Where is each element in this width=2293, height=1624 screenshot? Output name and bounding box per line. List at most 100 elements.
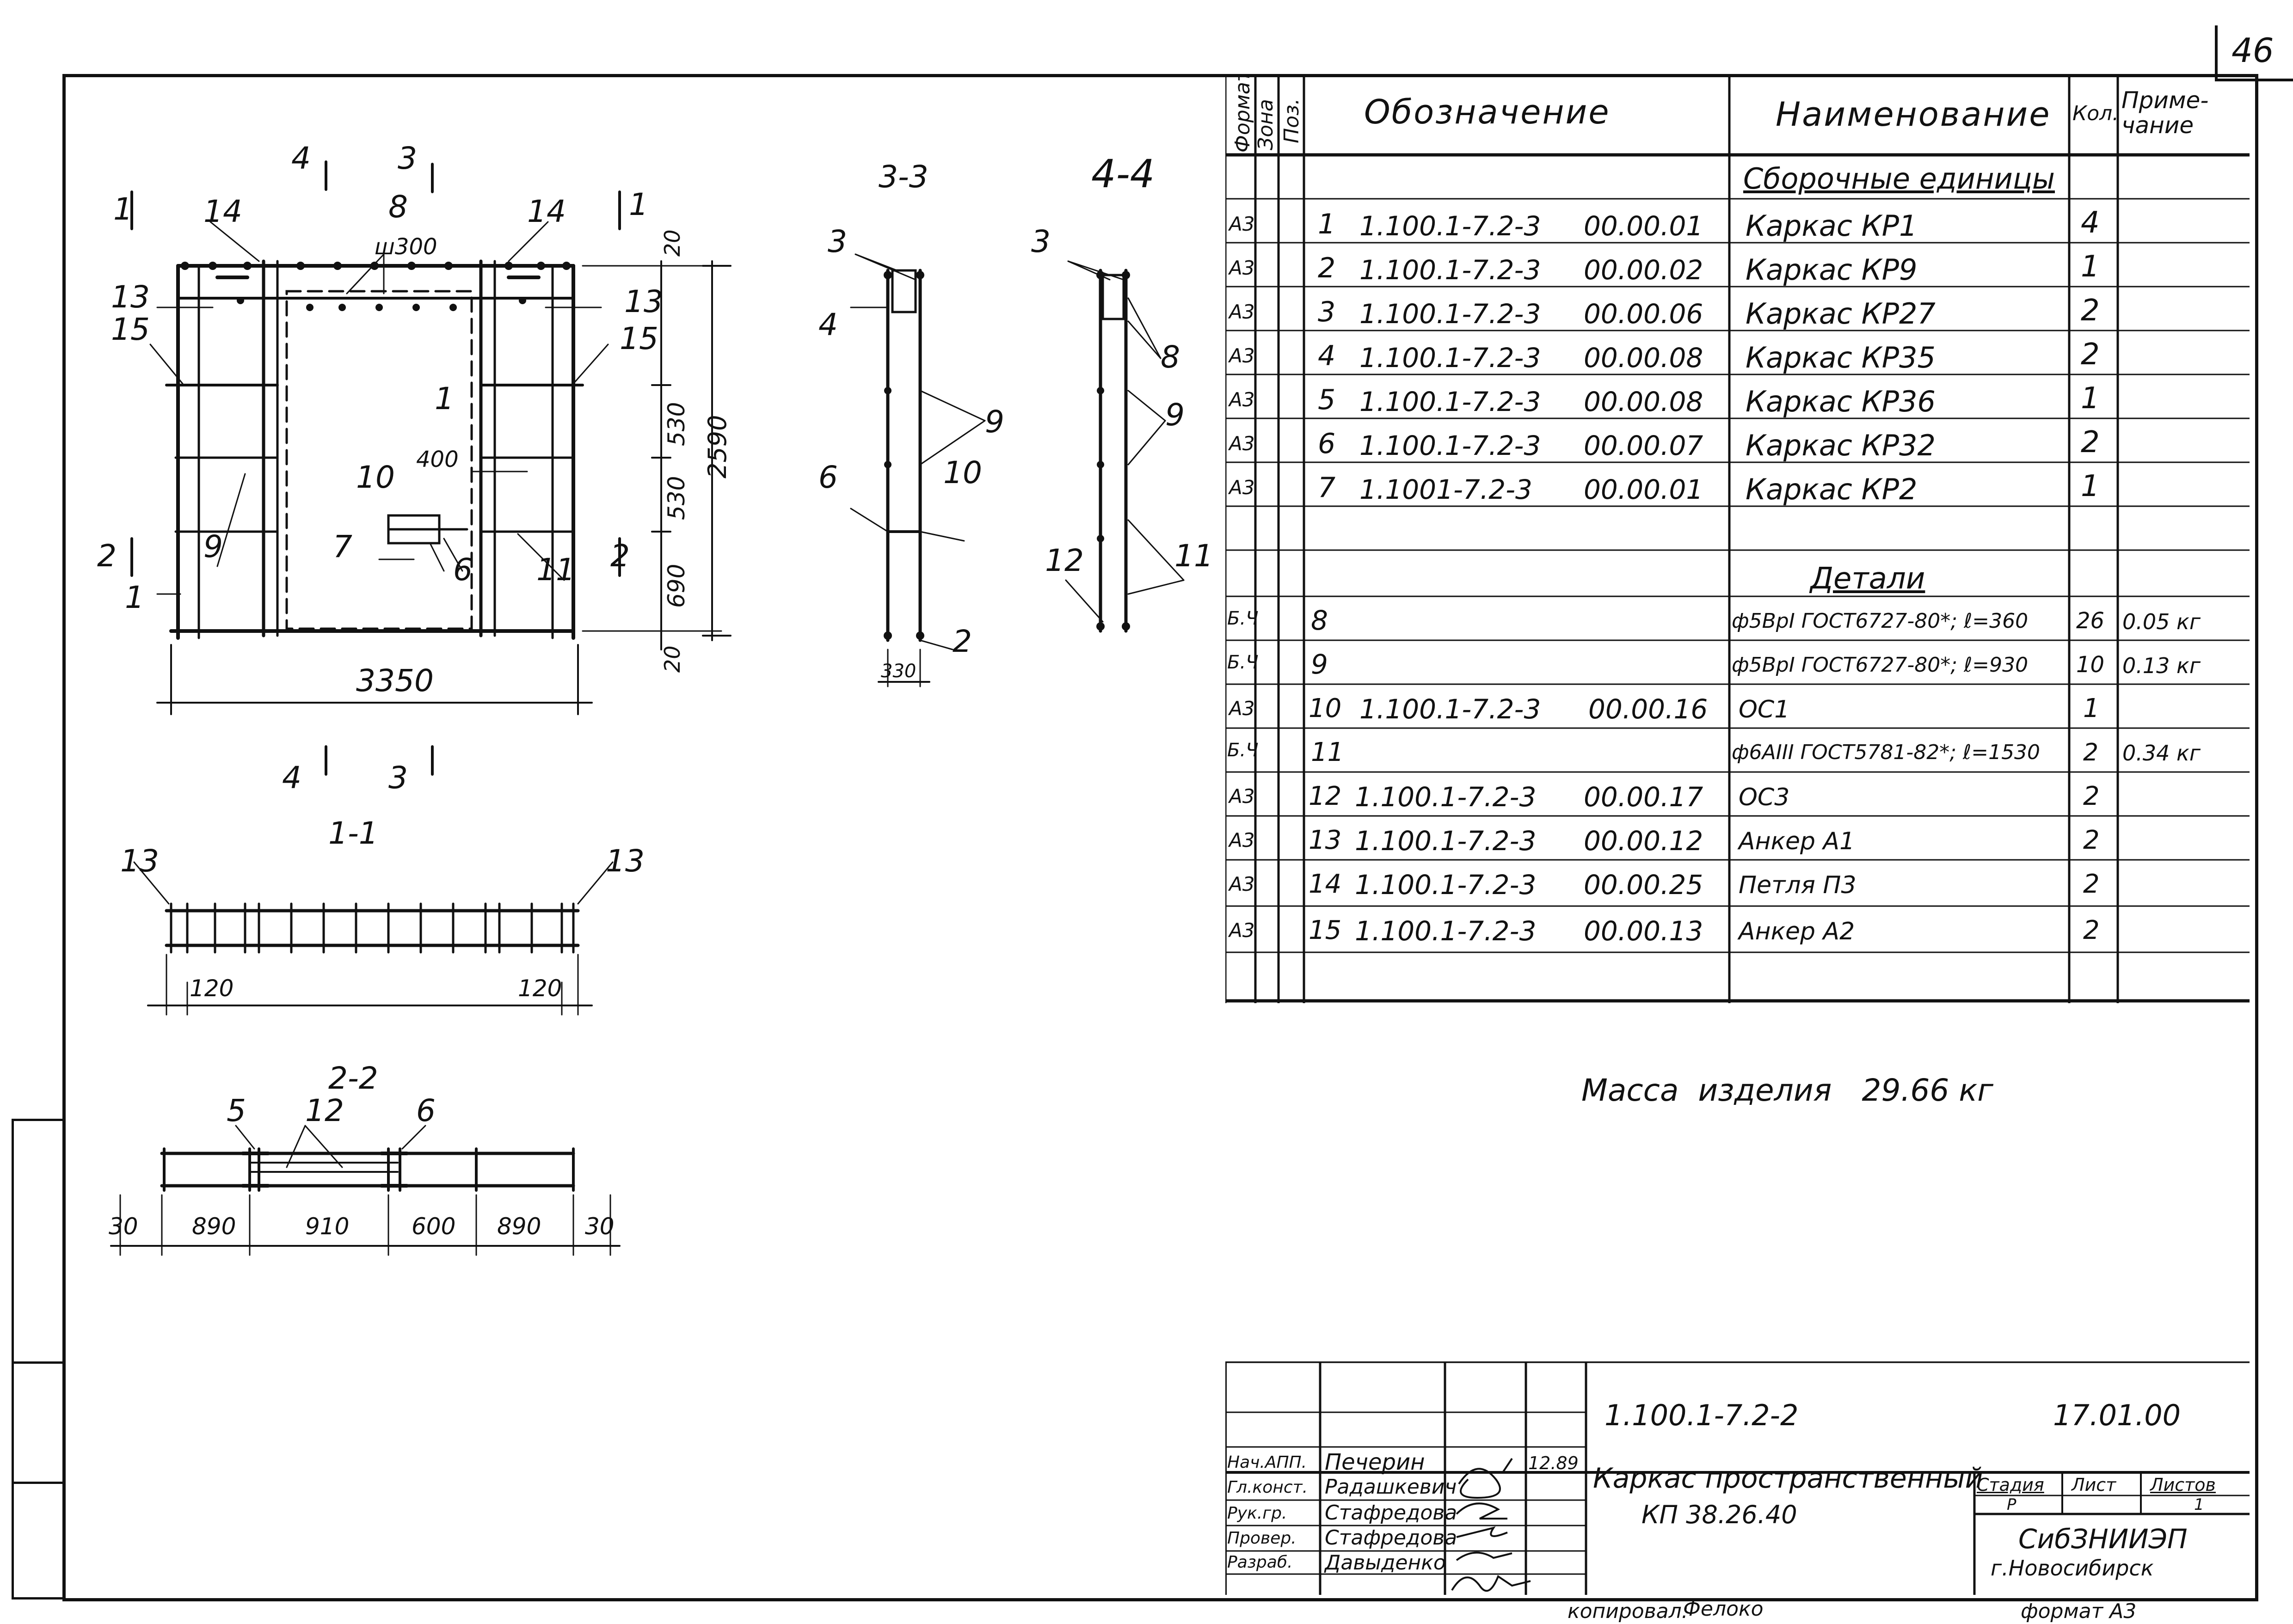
row-name: ОС1: [1739, 696, 1790, 723]
row-code: 1.100.1-7.2-3: [1359, 254, 1541, 286]
dim-20-top: 20: [660, 229, 685, 257]
row-code: 1.100.1-7.2-3: [1359, 342, 1541, 374]
row-qty: 2: [2081, 425, 2100, 460]
dim-20-bottom: 20: [660, 645, 685, 673]
row-format: А3: [1229, 785, 1255, 808]
pos-9-s33: 9: [985, 404, 1004, 440]
cut-label-3-bottom: 3: [388, 760, 408, 796]
row-note: 0.34 кг: [2122, 741, 2201, 766]
row-name: Каркас КР2: [1746, 472, 1918, 506]
pos-10: 10: [356, 460, 395, 495]
row-pos: 9: [1311, 649, 1328, 680]
dim-120-right: 120: [518, 975, 562, 1002]
header-name: Наименование: [1776, 95, 2051, 134]
stamp-grid: [1225, 1361, 2250, 1595]
row-format: А3: [1229, 432, 1255, 455]
row-qty: 10: [2076, 652, 2105, 678]
door-opening: [285, 290, 473, 630]
spec-grid: Формат Зона Поз.: [1225, 74, 2250, 1003]
row-qty: 2: [2081, 337, 2100, 372]
row-qty: 2: [2081, 294, 2100, 328]
pos-13-right: 13: [624, 284, 663, 319]
row-pos: 12: [1309, 781, 1342, 811]
stamp-org-line1: СибЗНИИЭП: [2018, 1523, 2188, 1555]
page-number-box: 46: [2215, 25, 2293, 81]
row-pos: 14: [1309, 869, 1342, 899]
technical-drawing: 3-3 4-4 1-1 2-2 1 1 2 2 4 3 4 3 14 14 8 …: [97, 141, 1213, 1256]
row-name: Каркас КР9: [1746, 253, 1918, 287]
dim-330: 330: [881, 661, 916, 682]
pos-1-left: 1: [125, 580, 144, 615]
row-code: 1.100.1-7.2-3: [1359, 210, 1541, 242]
title-block: 1.100.1-7.2-2 17.01.00 Нач.АПП. Печерин …: [1225, 1361, 2250, 1595]
row-qty: 2: [2083, 739, 2099, 766]
dim-400: 400: [416, 447, 459, 472]
row-name: Анкер А1: [1739, 827, 1855, 855]
row-note: 0.13 кг: [2122, 653, 2201, 678]
role-title: Нач.АПП.: [1227, 1453, 1307, 1472]
row-num: 00.00.25: [1584, 869, 1703, 901]
cut-label-3-top: 3: [398, 141, 417, 176]
role-name: Радашкевич: [1325, 1475, 1457, 1499]
pos-1: 1: [435, 381, 454, 417]
row-format: А3: [1229, 257, 1255, 279]
row-name: ОС3: [1739, 784, 1790, 811]
row-num: 00.00.06: [1584, 298, 1703, 330]
row-qty: 2: [2083, 915, 2100, 945]
row-pos: 1: [1318, 208, 1336, 240]
stamp-org-line2: г.Новосибирск: [1991, 1556, 2154, 1581]
pos-7: 7: [333, 529, 352, 564]
cut-label-1-right: 1: [629, 187, 648, 222]
pos-11: 11: [536, 552, 575, 588]
dim-530-b: 530: [663, 476, 690, 520]
row-format: А3: [1229, 300, 1255, 323]
pos-4-s33: 4: [818, 307, 838, 343]
row-num: 00.00.17: [1584, 781, 1703, 813]
row-format: А3: [1229, 476, 1255, 499]
row-format: А3: [1229, 919, 1255, 942]
row-name: Каркас КР32: [1746, 429, 1936, 462]
dim-600: 600: [412, 1213, 455, 1240]
stamp-title-line2: КП 38.26.40: [1641, 1500, 1797, 1529]
pos-14-right: 14: [527, 194, 566, 229]
row-name: Петля П3: [1739, 871, 1857, 899]
row-num: 00.00.08: [1584, 342, 1703, 374]
section-assemblies: Сборочные единицы: [1743, 162, 2055, 196]
pos-9: 9: [203, 529, 223, 564]
dim-530-a: 530: [663, 402, 690, 446]
stamp-date: 17.01.00: [2053, 1398, 2181, 1432]
row-pos: 11: [1311, 737, 1344, 767]
section-1-1-label: 1-1: [328, 815, 378, 851]
row-num: 00.00.12: [1584, 825, 1703, 857]
row-format: А3: [1229, 388, 1255, 411]
pos-12-s44: 12: [1045, 543, 1084, 578]
pos-6-s33: 6: [818, 460, 838, 495]
row-format: А3: [1229, 213, 1255, 235]
row-format: Б.Ч: [1227, 652, 1259, 673]
mass-line: Масса изделия 29.66 кг: [1581, 1072, 1993, 1108]
row-num: 00.00.16: [1588, 693, 1708, 725]
row-pos: 15: [1309, 915, 1342, 945]
row-num: 00.00.02: [1584, 254, 1703, 286]
stamp-stage-label: Стадия: [1977, 1475, 2044, 1495]
row-name: Каркас КР1: [1746, 209, 1918, 243]
row-format: А3: [1229, 697, 1255, 720]
role-title: Гл.конст.: [1227, 1478, 1308, 1497]
role-title: Рук.гр.: [1227, 1504, 1287, 1523]
row-format: А3: [1229, 873, 1255, 895]
header-pos: Поз.: [1280, 98, 1303, 143]
row-num: 00.00.08: [1584, 386, 1703, 417]
dim-120-left: 120: [190, 975, 234, 1002]
row-name: ф5ВрI ГОСТ6727-80*; ℓ=360: [1732, 609, 2029, 633]
row-name: Анкер А2: [1739, 918, 1855, 945]
cut-label-4-top: 4: [291, 141, 311, 176]
header-zone: Зона: [1254, 99, 1278, 150]
row-qty: 1: [2081, 250, 2100, 284]
stamp-sheets-label: Листов: [2150, 1475, 2216, 1495]
header-qty: Кол.: [2072, 102, 2119, 125]
header-note: Приме- чание: [2121, 87, 2209, 139]
section-2-2-label: 2-2: [328, 1060, 378, 1096]
pos-14-left: 14: [203, 194, 242, 229]
stamp-sheets-value: 1: [2194, 1495, 2204, 1514]
row-qty: 4: [2081, 206, 2100, 240]
